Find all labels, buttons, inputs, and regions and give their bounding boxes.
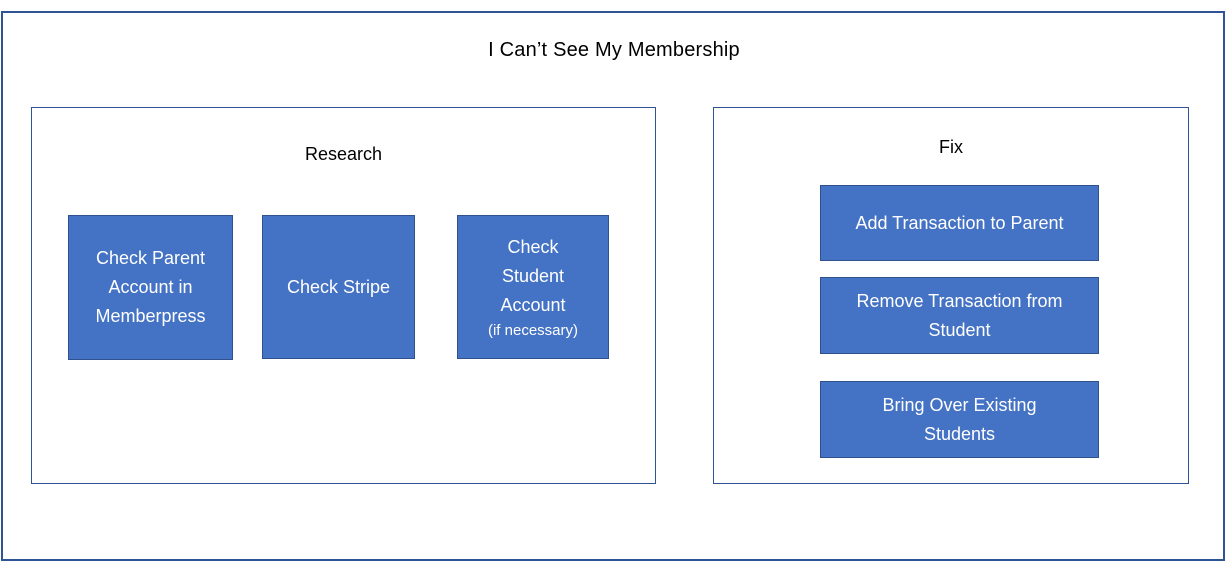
flow-box-add-transaction-to-parent: Add Transaction to Parent — [820, 185, 1099, 261]
flow-box-label: Add Transaction to Parent — [855, 212, 1064, 233]
flow-box-label: Check Stripe — [286, 276, 391, 297]
flow-box-label: Remove Transaction from Student — [856, 290, 1063, 340]
flow-box-note: (if necessary) — [487, 322, 579, 339]
diagram-title: I Can’t See My Membership — [488, 39, 740, 61]
flow-box-check-student-account: Check Student Account (if necessary) — [457, 215, 609, 359]
research-section-frame: Research Check Parent Account in Memberp… — [31, 107, 656, 484]
research-section-title: Research — [304, 144, 383, 164]
flow-box-check-stripe: Check Stripe — [262, 215, 415, 359]
flow-box-bring-over-existing-students: Bring Over Existing Students — [820, 381, 1099, 458]
flow-box-check-parent-account: Check Parent Account in Memberpress — [68, 215, 233, 360]
flow-box-label: Bring Over Existing Students — [882, 394, 1037, 444]
fix-section-frame: Fix Add Transaction to Parent Remove Tra… — [713, 107, 1189, 484]
fix-section-title: Fix — [939, 137, 963, 157]
outer-frame — [1, 11, 1225, 561]
flow-box-remove-transaction-from-student: Remove Transaction from Student — [820, 277, 1099, 354]
flow-box-label: Check Parent Account in Memberpress — [95, 248, 206, 326]
flow-box-label: Check Student Account — [500, 237, 566, 315]
